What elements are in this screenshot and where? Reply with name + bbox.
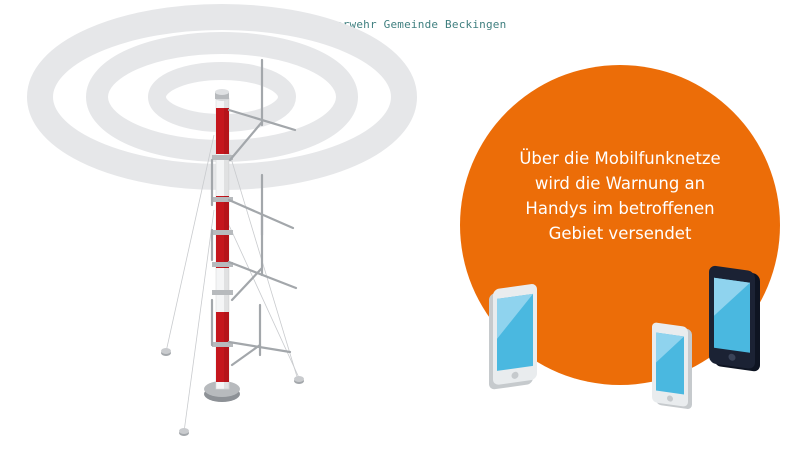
bubble-line: wird die Warnung an bbox=[534, 174, 706, 193]
smartphone-icon bbox=[652, 322, 692, 409]
smartphone-icon bbox=[709, 265, 760, 372]
antenna-mast-icon bbox=[204, 89, 240, 402]
bubble-line: Handys im betroffenen bbox=[525, 199, 715, 218]
smartphone-icon bbox=[489, 284, 537, 390]
ground-anchors bbox=[161, 348, 304, 436]
antenna-arms bbox=[210, 58, 298, 367]
bubble-line: Über die Mobilfunknetze bbox=[519, 149, 721, 168]
bubble-message: Über die Mobilfunknetze wird die Warnung… bbox=[490, 146, 750, 246]
bubble-line: Gebiet versendet bbox=[548, 224, 692, 243]
info-bubble bbox=[460, 65, 780, 385]
